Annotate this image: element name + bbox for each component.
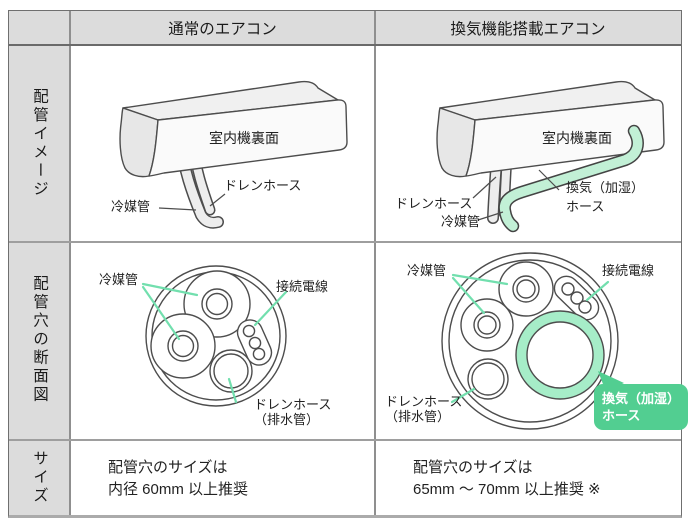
normal-size-text: 配管穴のサイズは 内径 60mm 以上推奨: [108, 457, 248, 501]
refrigerant-pipe-label: 冷媒管: [99, 272, 139, 287]
grid-hline-header: [9, 44, 681, 46]
drain-hose-label: ドレンホース: [224, 178, 302, 193]
comparison-table: 通常のエアコン 換気機能搭載エアコン 配管イメージ 配管穴の断面図 サイズ: [8, 10, 689, 518]
vent-hose-badge-line1: 換気（加湿）: [602, 391, 681, 406]
connection-wires-label: 接続電線: [276, 279, 329, 294]
normal-hole-cross-section: [141, 265, 288, 407]
vent-hose: [498, 124, 644, 233]
normal-ac-piping-illustration: [119, 80, 348, 229]
vent-hose-label: 換気（加湿） ホース: [566, 178, 644, 216]
row-header-column-background: [9, 11, 69, 515]
drain-hose-label-line1: ドレンホース: [385, 394, 463, 409]
vent-hole-cross-section: [441, 252, 624, 430]
cell-piping-image-vent: 室内機裏面 ドレンホース 冷媒管 換気（加湿） ホース: [374, 44, 683, 241]
leader-lines: [472, 169, 560, 221]
vent-hose-badge-line2: ホース: [602, 408, 641, 423]
row-header-cross-section: 配管穴の断面図: [31, 275, 48, 405]
grid-hline-3: [9, 439, 681, 441]
row-header-piping-image: 配管イメージ: [31, 88, 48, 199]
vent-hose-badge: 換気（加湿） ホース: [594, 384, 689, 430]
hole-cross-section-circles: [145, 265, 287, 407]
indoor-unit: [436, 80, 665, 178]
header-row-background: [9, 11, 681, 44]
row-header-size: サイズ: [31, 449, 48, 506]
normal-size-line1: 配管穴のサイズは: [108, 459, 228, 476]
cell-size-vent: 配管穴のサイズは 65mm ～ 70mm 以上推奨 ※: [374, 439, 683, 515]
vent-size-line1: 配管穴のサイズは: [413, 459, 533, 476]
normal-size-line2: 内径 60mm 以上推奨: [108, 481, 249, 498]
cell-cross-section-normal: 冷媒管 接続電線 ドレンホース （排水管）: [69, 241, 374, 439]
drain-hose-label: ドレンホース （排水管）: [385, 394, 462, 424]
unit-back-label: 室内機裏面: [209, 130, 279, 146]
grid-vline-2: [374, 11, 376, 515]
vent-size-line2: 65mm ～ 70mm 以上推奨 ※: [413, 481, 601, 498]
drain-hose-label-line1: ドレンホース: [254, 397, 332, 412]
vent-hose-ring: [515, 310, 605, 400]
refrigerant-pipe-label: 冷媒管: [407, 263, 447, 278]
cell-size-normal: 配管穴のサイズは 内径 60mm 以上推奨: [69, 439, 374, 515]
vent-hose-label-line1: 換気（加湿）: [566, 180, 645, 195]
grid-vline-1: [69, 11, 71, 515]
vent-size-text: 配管穴のサイズは 65mm ～ 70mm 以上推奨 ※: [413, 457, 601, 501]
green-leader-lines: [450, 273, 610, 404]
leader-lines: [158, 193, 226, 211]
cell-piping-image-normal: 室内機裏面 ドレンホース 冷媒管: [69, 44, 374, 241]
indoor-unit: [119, 80, 348, 178]
vent-ac-piping-illustration: [436, 80, 665, 233]
refrigerant-pipe-label: 冷媒管: [111, 199, 151, 214]
refrigerant-pipe-label: 冷媒管: [441, 214, 481, 229]
grid-hline-2: [9, 241, 681, 243]
unit-back-label: 室内機裏面: [542, 130, 612, 146]
drain-hose-label-line2: （排水管）: [254, 412, 320, 427]
column-header-vent-ac: 換気機能搭載エアコン: [450, 20, 606, 38]
cell-cross-section-vent: 冷媒管 接続電線 ドレンホース （排水管） 換気（加湿） ホース: [374, 241, 689, 439]
vent-hose-label-line2: ホース: [566, 199, 605, 214]
drain-hose-label-line2: （排水管）: [385, 409, 451, 424]
column-header-normal-ac: 通常のエアコン: [168, 20, 277, 38]
drain-hose-label: ドレンホース （排水管）: [254, 397, 331, 427]
connection-wires-label: 接続電線: [602, 263, 655, 278]
drain-hose-label: ドレンホース: [395, 196, 473, 211]
green-leader-lines: [141, 282, 288, 404]
